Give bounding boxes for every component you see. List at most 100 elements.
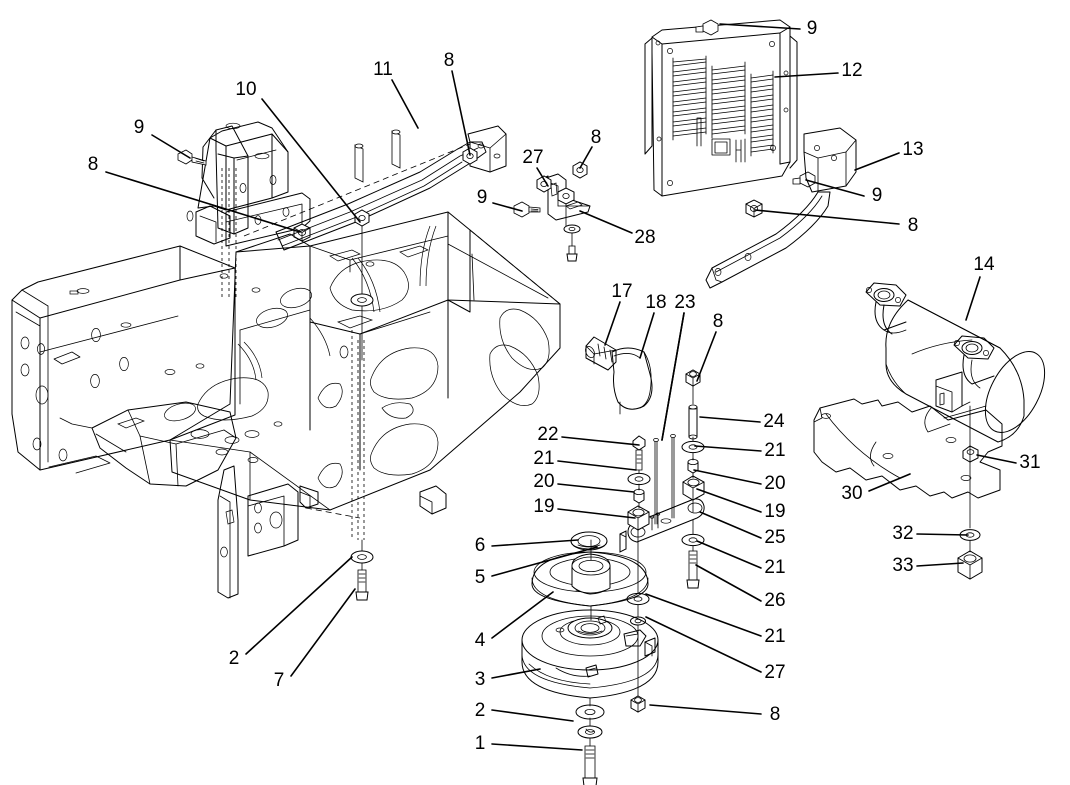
callout-number: 24 [763, 411, 785, 432]
grille-louver-column-3 [750, 70, 774, 157]
muffler-outlet-flange [953, 335, 995, 389]
callout-32: 32 [892, 523, 969, 544]
callout-number: 28 [634, 227, 655, 248]
locknut-8-grille [745, 199, 763, 218]
callout-number: 33 [892, 555, 913, 576]
callout-number: 6 [475, 535, 486, 556]
callout-number: 8 [770, 704, 781, 725]
washer-2-pulley [575, 697, 605, 720]
leader-line [639, 312, 655, 359]
callout-number: 10 [235, 79, 256, 100]
callout-number: 31 [1019, 452, 1040, 473]
leader-line [604, 301, 621, 346]
leader-line [491, 591, 554, 639]
hardware-column-right [681, 404, 705, 589]
leader-line [561, 436, 640, 446]
leader-line [491, 743, 583, 751]
bushing-20-left [633, 483, 645, 504]
callout-8: 8 [649, 704, 781, 725]
callout-6: 6 [475, 535, 579, 556]
callout-21: 21 [533, 448, 637, 471]
callout-9: 9 [719, 18, 818, 39]
callout-2: 2 [229, 556, 353, 669]
grille-louver-column-1 [672, 55, 707, 141]
callout-number: 21 [764, 626, 785, 647]
leader-line [579, 146, 593, 169]
washer-2-and-bolt-7 [350, 539, 374, 601]
callout-number: 8 [444, 50, 455, 71]
callout-number: 14 [973, 254, 995, 275]
callout-number: 12 [841, 60, 862, 81]
leader-line [661, 312, 685, 441]
callout-number: 18 [645, 292, 666, 313]
grille-screen-12 [644, 19, 798, 197]
grille-support-bracket-13 [705, 127, 857, 289]
leader-line [649, 704, 762, 715]
callout-22: 22 [537, 424, 640, 446]
leader-line [491, 668, 541, 679]
callout-8: 8 [754, 209, 919, 236]
frame-rear-post [186, 125, 249, 300]
callout-11: 11 [373, 59, 419, 129]
callout-number: 7 [274, 670, 285, 691]
rods-23 [653, 433, 676, 525]
leader-line [491, 539, 579, 547]
callout-number: 9 [134, 117, 145, 138]
frame-left-box-beam [11, 245, 236, 474]
leader-line [491, 546, 598, 577]
callout-12: 12 [774, 60, 863, 81]
fitting-17 [585, 336, 617, 371]
callout-number: 9 [477, 187, 488, 208]
callout-number: 5 [475, 567, 486, 588]
leader-line [694, 445, 762, 452]
leader-line [645, 593, 762, 637]
washer-21-lower-right [681, 519, 705, 547]
callout-number: 25 [764, 527, 785, 548]
spacer-ring-6 [570, 531, 608, 551]
callout-number: 2 [229, 648, 240, 669]
leader-line [696, 488, 762, 513]
leader-line [854, 152, 900, 171]
callout-number: 32 [892, 523, 913, 544]
callout-21: 21 [696, 540, 786, 578]
callout-number: 19 [533, 496, 554, 517]
leader-line [695, 564, 762, 602]
muffler-14 [865, 282, 1046, 443]
callout-number: 23 [674, 292, 695, 313]
callout-19: 19 [533, 496, 636, 519]
callout-21: 21 [694, 440, 786, 461]
leader-line [965, 276, 981, 321]
locknut-8-link [685, 369, 701, 405]
callout-8: 8 [88, 154, 301, 233]
callout-number: 9 [807, 18, 818, 39]
muffler-inlet-flange [865, 282, 907, 335]
callout-27: 27 [522, 147, 549, 187]
leader-line [916, 562, 964, 567]
callout-9: 9 [805, 179, 882, 206]
grille-louver-column-2 [711, 61, 746, 139]
callout-13: 13 [854, 139, 924, 171]
bolt-1 [582, 737, 598, 785]
rail-studs [354, 129, 401, 183]
callout-number: 1 [475, 733, 486, 754]
callout-10: 10 [235, 79, 361, 223]
callout-number: 27 [764, 662, 785, 683]
callout-7: 7 [274, 588, 356, 691]
leader-line [696, 331, 717, 382]
callout-number: 20 [764, 473, 785, 494]
heat-shield-30 [813, 398, 1003, 499]
callout-number: 11 [373, 59, 393, 80]
leader-line [699, 416, 761, 423]
callout-18: 18 [639, 292, 667, 359]
callout-28: 28 [579, 210, 656, 248]
callout-8: 8 [579, 127, 601, 169]
leader-line [868, 473, 911, 492]
callout-30: 30 [841, 473, 911, 504]
callout-25: 25 [699, 511, 786, 548]
callout-number: 17 [611, 281, 632, 302]
screw-31 [962, 405, 979, 529]
muffler-mount-tab [935, 371, 971, 413]
callout-number: 8 [908, 215, 919, 236]
callout-5: 5 [475, 546, 598, 588]
